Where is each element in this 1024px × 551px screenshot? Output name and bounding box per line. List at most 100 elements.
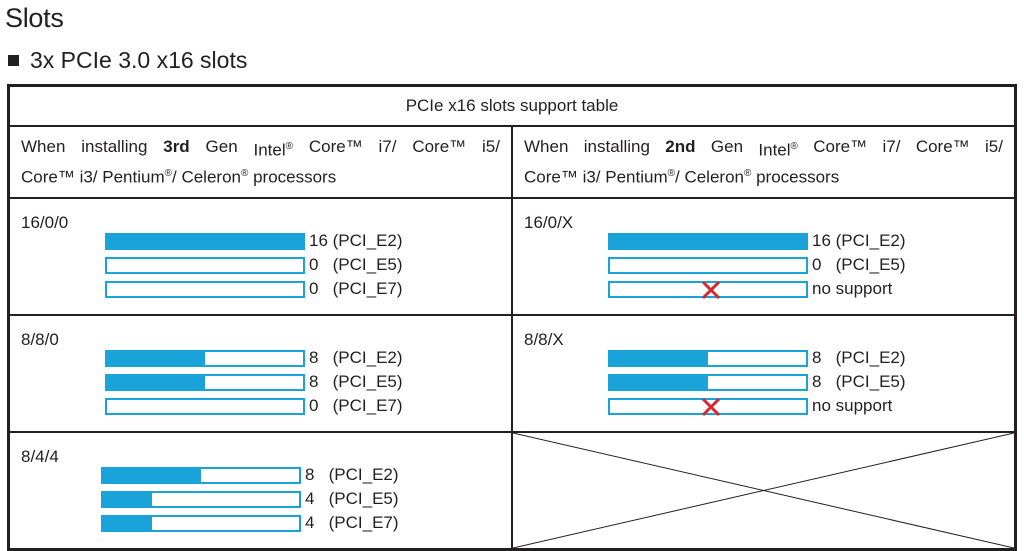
lane-bar	[101, 490, 301, 508]
header-word: 2nd	[665, 137, 696, 156]
no-support-label: no support	[812, 279, 893, 298]
slot-row: 0 (PCI_E7)	[105, 279, 403, 298]
slot-row: no support	[608, 279, 893, 299]
config-label: 8/4/4	[21, 447, 59, 466]
column-header-line2: Core™ i3/ Pentium®/ Celeron® processors	[21, 167, 337, 187]
slot-row: 8 (PCI_E2)	[608, 348, 906, 367]
config-label: 8/8/0	[21, 330, 59, 349]
lane-bar	[105, 256, 305, 274]
slot-lane-label: 8 (PCI_E2)	[812, 348, 906, 367]
lane-bar	[105, 232, 305, 250]
slots-subtitle: 3x PCIe 3.0 x16 slots	[8, 47, 247, 74]
config-label: 16/0/X	[524, 213, 574, 232]
slot-row: 0 (PCI_E7)	[105, 396, 403, 415]
slot-lane-label: 8 (PCI_E5)	[812, 372, 906, 391]
column-header-line1: When installing 3rd Gen Intel® Core™ i7/Core™ i…	[21, 135, 500, 162]
slot-lane-label: 4 (PCI_E5)	[305, 489, 399, 508]
slot-lane-label: 0 (PCI_E7)	[309, 279, 403, 298]
header-word: i7/	[378, 137, 397, 156]
config-cell: 16/0/X 16 (PCI_E2) 0 (PCI_E5)no support	[511, 197, 1017, 316]
header-word: i5/	[482, 137, 500, 156]
slot-lane-label: 16 (PCI_E2)	[309, 231, 403, 250]
slot-row: 4 (PCI_E5)	[101, 489, 399, 508]
page-title: Slots	[5, 3, 64, 33]
red-x-icon	[701, 397, 721, 416]
lane-bar	[608, 349, 808, 367]
lane-bar	[101, 466, 301, 484]
lane-bar	[105, 349, 305, 367]
pcie-support-table: PCIe x16 slots support table When install…	[7, 84, 1017, 551]
table-row: 8/8/0 8 (PCI_E2) 8 (PCI_E5) 0 (PCI_E7) 8/8/X…	[7, 314, 1017, 433]
lane-bar	[608, 280, 808, 299]
red-x-icon	[701, 280, 721, 299]
subtitle-text: 3x PCIe 3.0 x16 slots	[30, 47, 248, 73]
table-row: 8/4/4 8 (PCI_E2) 4 (PCI_E5) 4 (PCI_E7)	[7, 431, 1017, 551]
lane-bar	[608, 256, 808, 274]
header-word: Gen	[710, 137, 744, 156]
column-header-line2: Core™ i3/ Pentium®/ Celeron® processors	[524, 167, 840, 187]
lane-bar	[608, 373, 808, 391]
header-word: Gen	[205, 137, 238, 156]
slot-lane-label: 0 (PCI_E7)	[309, 396, 403, 415]
config-cell: 8/8/0 8 (PCI_E2) 8 (PCI_E5) 0 (PCI_E7)	[7, 314, 513, 433]
slot-lane-label: 8 (PCI_E2)	[309, 348, 403, 367]
table-caption: PCIe x16 slots support table	[7, 84, 1017, 127]
lane-bar-fill	[610, 375, 708, 389]
cross-lines-icon	[513, 433, 1014, 548]
column-header-1: When installing 3rd Gen Intel® Core™ i7/Core™ i…	[7, 125, 513, 199]
header-word: Core™	[813, 137, 868, 156]
slot-lane-label: 0 (PCI_E5)	[812, 255, 906, 274]
slot-row: 8 (PCI_E2)	[105, 348, 403, 367]
lane-bar-fill	[103, 516, 152, 530]
header-word: Intel®	[253, 140, 294, 160]
lane-bar-fill	[103, 468, 201, 482]
slot-row: 0 (PCI_E5)	[105, 255, 403, 274]
column-header-2: When installing 2nd Gen Intel® Core™ i7/Core™ i…	[511, 125, 1017, 199]
lane-bar-fill	[107, 351, 205, 365]
slot-row: 8 (PCI_E5)	[608, 372, 906, 391]
slot-row: 16 (PCI_E2)	[608, 231, 906, 250]
header-word: Intel®	[758, 140, 798, 160]
header-word: Core™	[308, 137, 363, 156]
header-word: 3rd	[163, 137, 190, 156]
slot-row: 16 (PCI_E2)	[105, 231, 403, 250]
header-word: i5/	[985, 137, 1003, 156]
slot-lane-label: 16 (PCI_E2)	[812, 231, 906, 250]
header-word: Core™	[412, 137, 467, 156]
header-word: When	[524, 137, 569, 156]
square-bullet-icon	[8, 55, 19, 66]
lane-bar	[105, 280, 305, 298]
header-word: Core™	[915, 137, 970, 156]
slot-lane-label: 4 (PCI_E7)	[305, 513, 399, 532]
config-cell: 16/0/0 16 (PCI_E2) 0 (PCI_E5) 0 (PCI_E7)	[7, 197, 513, 316]
config-cell: 8/8/X 8 (PCI_E2) 8 (PCI_E5)no support	[511, 314, 1017, 433]
slot-row: 8 (PCI_E2)	[101, 465, 399, 484]
lane-bar	[101, 514, 301, 532]
lane-bar	[105, 397, 305, 415]
lane-bar-fill	[610, 234, 806, 248]
slot-row: 4 (PCI_E7)	[101, 513, 399, 532]
column-header-line1: When installing 2nd Gen Intel® Core™ i7/Core™ i…	[524, 135, 1003, 162]
slot-row: no support	[608, 396, 893, 416]
header-word: When	[21, 137, 66, 156]
lane-bar-fill	[107, 234, 303, 248]
slot-lane-label: 8 (PCI_E5)	[309, 372, 403, 391]
lane-bar	[608, 232, 808, 250]
slot-row: 0 (PCI_E5)	[608, 255, 906, 274]
config-cell: 8/4/4 8 (PCI_E2) 4 (PCI_E5) 4 (PCI_E7)	[7, 431, 513, 551]
config-label: 8/8/X	[524, 330, 564, 349]
header-word: installing	[583, 137, 650, 156]
lane-bar-fill	[107, 375, 205, 389]
slot-lane-label: 8 (PCI_E2)	[305, 465, 399, 484]
slot-lane-label: 0 (PCI_E5)	[309, 255, 403, 274]
slot-row: 8 (PCI_E5)	[105, 372, 403, 391]
lane-bar-fill	[610, 351, 708, 365]
lane-bar	[608, 397, 808, 416]
header-word: installing	[81, 137, 148, 156]
lane-bar	[105, 373, 305, 391]
lane-bar-fill	[103, 492, 152, 506]
header-word: i7/	[882, 137, 901, 156]
no-support-label: no support	[812, 396, 893, 415]
config-label: 16/0/0	[21, 213, 69, 232]
